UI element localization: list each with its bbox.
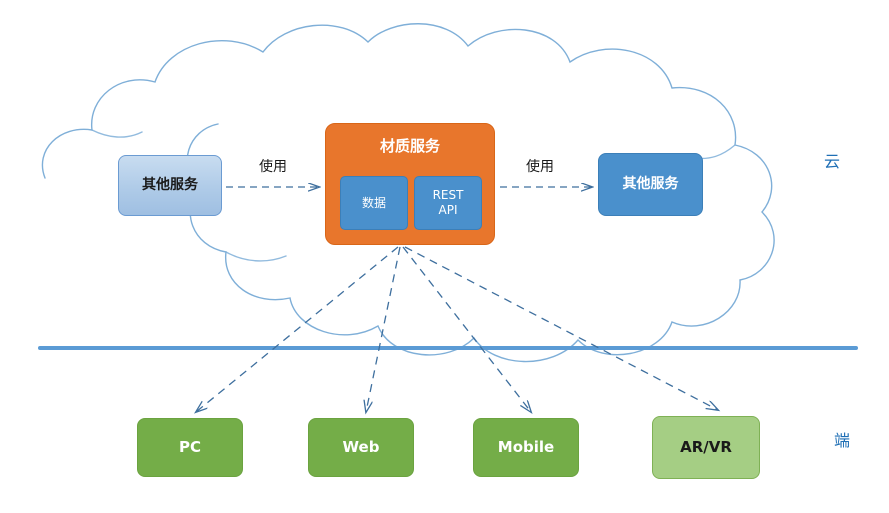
material-service-components: 数据 REST API bbox=[340, 176, 482, 230]
cloud-region-label: 云 bbox=[824, 152, 841, 171]
edge-service-to-arvr bbox=[404, 246, 718, 410]
client-label-pc: PC bbox=[178, 437, 201, 456]
client-box-mobile[interactable]: Mobile bbox=[473, 418, 579, 477]
edge-service-to-web bbox=[366, 246, 401, 412]
client-label-arvr: AR/VR bbox=[680, 437, 732, 456]
client-box-arvr[interactable]: AR/VR bbox=[652, 416, 760, 479]
device-region-label: 端 bbox=[834, 431, 851, 450]
material-service-box[interactable]: 材质服务 数据 REST API bbox=[325, 123, 495, 245]
data-component[interactable]: 数据 bbox=[340, 176, 408, 230]
data-component-label: 数据 bbox=[361, 195, 386, 210]
other-service-right-box[interactable]: 其他服务 bbox=[598, 153, 703, 216]
client-label-web: Web bbox=[342, 437, 380, 456]
material-service-title: 材质服务 bbox=[379, 137, 440, 155]
client-box-pc[interactable]: PC bbox=[137, 418, 243, 477]
other-service-left-label: 其他服务 bbox=[142, 177, 198, 194]
rest-api-component-label: REST API bbox=[432, 188, 464, 217]
client-label-mobile: Mobile bbox=[497, 437, 555, 456]
edge-label-left-usage: 使用 bbox=[259, 159, 287, 175]
other-service-right-label: 其他服务 bbox=[622, 176, 679, 193]
edge-service-to-pc bbox=[196, 246, 399, 412]
rest-api-component[interactable]: REST API bbox=[414, 176, 482, 230]
other-service-left-box[interactable]: 其他服务 bbox=[118, 155, 222, 216]
edge-label-right-usage: 使用 bbox=[526, 159, 554, 175]
edge-service-to-mobile bbox=[402, 246, 531, 412]
client-box-web[interactable]: Web bbox=[308, 418, 414, 477]
